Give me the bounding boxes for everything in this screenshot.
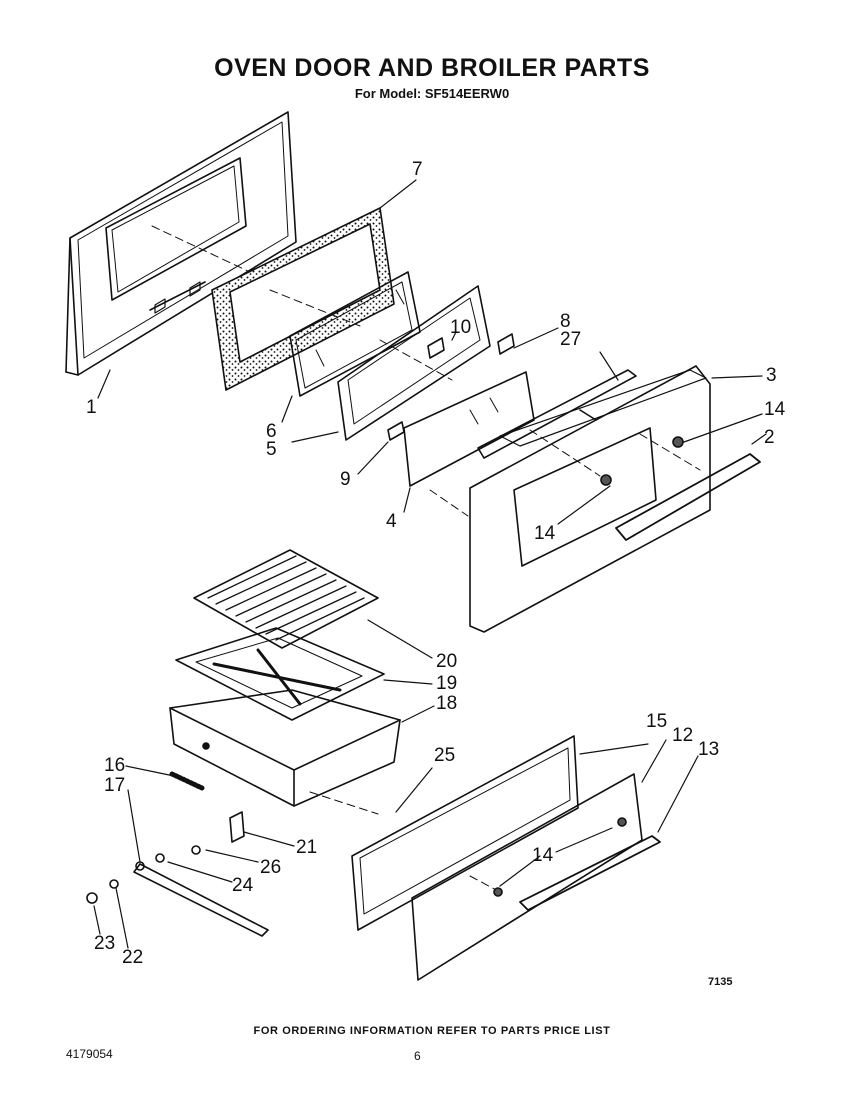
door-glass (403, 371, 535, 487)
door-top-trim (477, 369, 707, 459)
callout-16: 16 (104, 755, 126, 776)
broiler-grid (193, 549, 379, 649)
callout-14-broiler: 14 (532, 845, 554, 866)
broiler-door-outer (411, 773, 661, 981)
broiler-drawer (169, 689, 401, 807)
door-gasket (211, 207, 395, 391)
callout-2: 2 (764, 427, 775, 448)
leader-lines (93, 179, 767, 949)
callout-20: 20 (436, 651, 458, 672)
callout-15: 15 (646, 711, 668, 732)
callout-3: 3 (766, 365, 777, 386)
callout-14-window: 14 (534, 523, 556, 544)
broiler-pan (175, 627, 385, 721)
page-number: 6 (414, 1049, 421, 1063)
document-number: 4179054 (66, 1047, 113, 1061)
outer-door-panel (469, 365, 761, 633)
figure-number: 7135 (708, 976, 733, 988)
callout-21: 21 (296, 837, 318, 858)
callout-7: 7 (412, 159, 423, 180)
broiler-clip (229, 811, 245, 843)
model-subtitle: For Model: SF514EERW0 (354, 86, 510, 101)
inner-door-panel (65, 111, 297, 376)
callout-22: 22 (122, 947, 144, 968)
callout-12: 12 (672, 725, 694, 746)
callout-9: 9 (340, 469, 351, 490)
callout-1: 1 (86, 397, 97, 418)
callout-6: 6 (266, 421, 277, 442)
ordering-note: FOR ORDERING INFORMATION REFER TO PARTS … (253, 1025, 611, 1037)
callout-8: 8 (560, 311, 571, 332)
callout-23: 23 (94, 933, 116, 954)
assembly-lines (151, 225, 701, 893)
page-title: OVEN DOOR AND BROILER PARTS (214, 54, 650, 82)
callout-14-door: 14 (764, 399, 786, 420)
callout-5: 5 (266, 439, 277, 460)
callout-25: 25 (434, 745, 456, 766)
broiler-door-inner (351, 735, 579, 931)
callout-24: 24 (232, 875, 254, 896)
callout-13: 13 (698, 739, 720, 760)
callout-10: 10 (450, 317, 472, 338)
window-support-frame (337, 285, 491, 441)
callout-27: 27 (560, 329, 582, 350)
callout-26: 26 (260, 857, 282, 878)
callout-4: 4 (386, 511, 397, 532)
callout-17: 17 (104, 775, 126, 796)
callout-19: 19 (436, 673, 458, 694)
callout-18: 18 (436, 693, 458, 714)
broiler-spring (169, 771, 205, 791)
